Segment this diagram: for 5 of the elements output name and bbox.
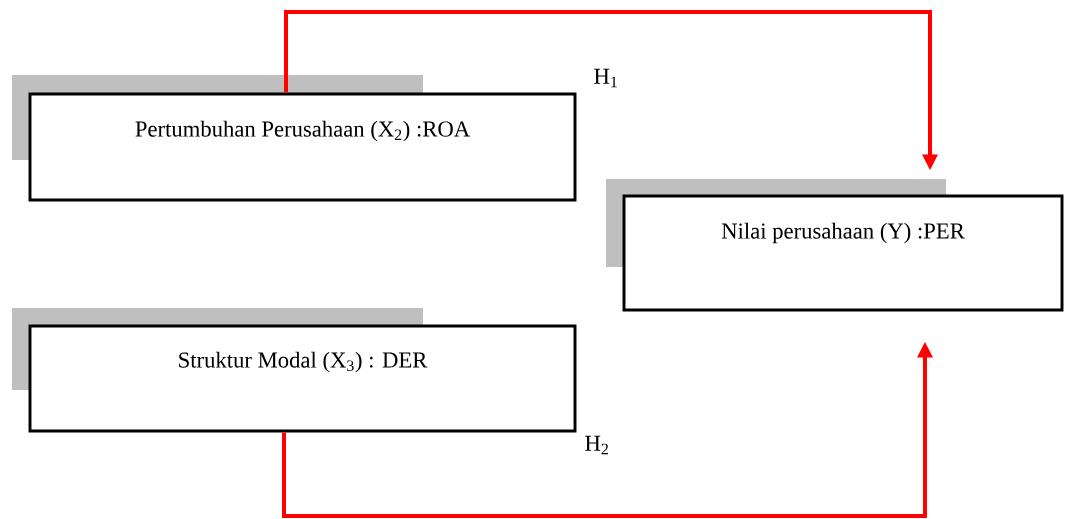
variable-box: Nilai perusahaan (Y) :PER xyxy=(606,179,1064,312)
hypothesis-label: H$_{1}$ xyxy=(594,68,617,88)
variable-box: Pertumbuhan Perusahaan (X$_{2}$) :ROA xyxy=(12,75,577,202)
variable-box: Struktur Modal (X$_{3}$) : DER xyxy=(12,308,577,433)
hypothesis-label: H$_{2}$ xyxy=(585,435,608,455)
